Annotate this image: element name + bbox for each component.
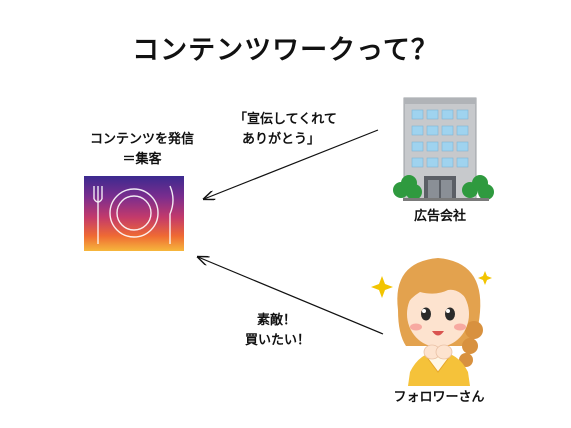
building-icon <box>393 97 494 201</box>
content-label-line1: コンテンツを発信 <box>89 132 194 147</box>
follower-arrow <box>198 257 384 335</box>
advertiser-quote-line2: ありがとう」 <box>242 132 321 147</box>
advertiser-quote-line1: 「宣伝してくれて <box>234 112 337 127</box>
content-label: コンテンツを発信 ＝集客 <box>72 130 212 170</box>
advertiser-label: 広告会社 <box>413 209 466 224</box>
follower-label: フォロワーさん <box>393 390 485 405</box>
plate-icon <box>93 185 174 244</box>
advertiser-quote: 「宣伝してくれて ありがとう」 <box>234 110 337 150</box>
content-label-line2: ＝集客 <box>122 152 162 167</box>
follower-quote: 素敵！ 買いたい！ <box>245 311 310 351</box>
sparkle-icon <box>371 271 492 298</box>
content-image <box>84 176 184 251</box>
diagram-title: コンテンツワークって？ <box>132 35 439 66</box>
woman-icon <box>397 258 483 386</box>
advertiser-arrow <box>204 129 379 199</box>
follower-quote-line1: 素敵！ <box>257 313 297 328</box>
follower-quote-line2: 買いたい！ <box>245 333 311 348</box>
